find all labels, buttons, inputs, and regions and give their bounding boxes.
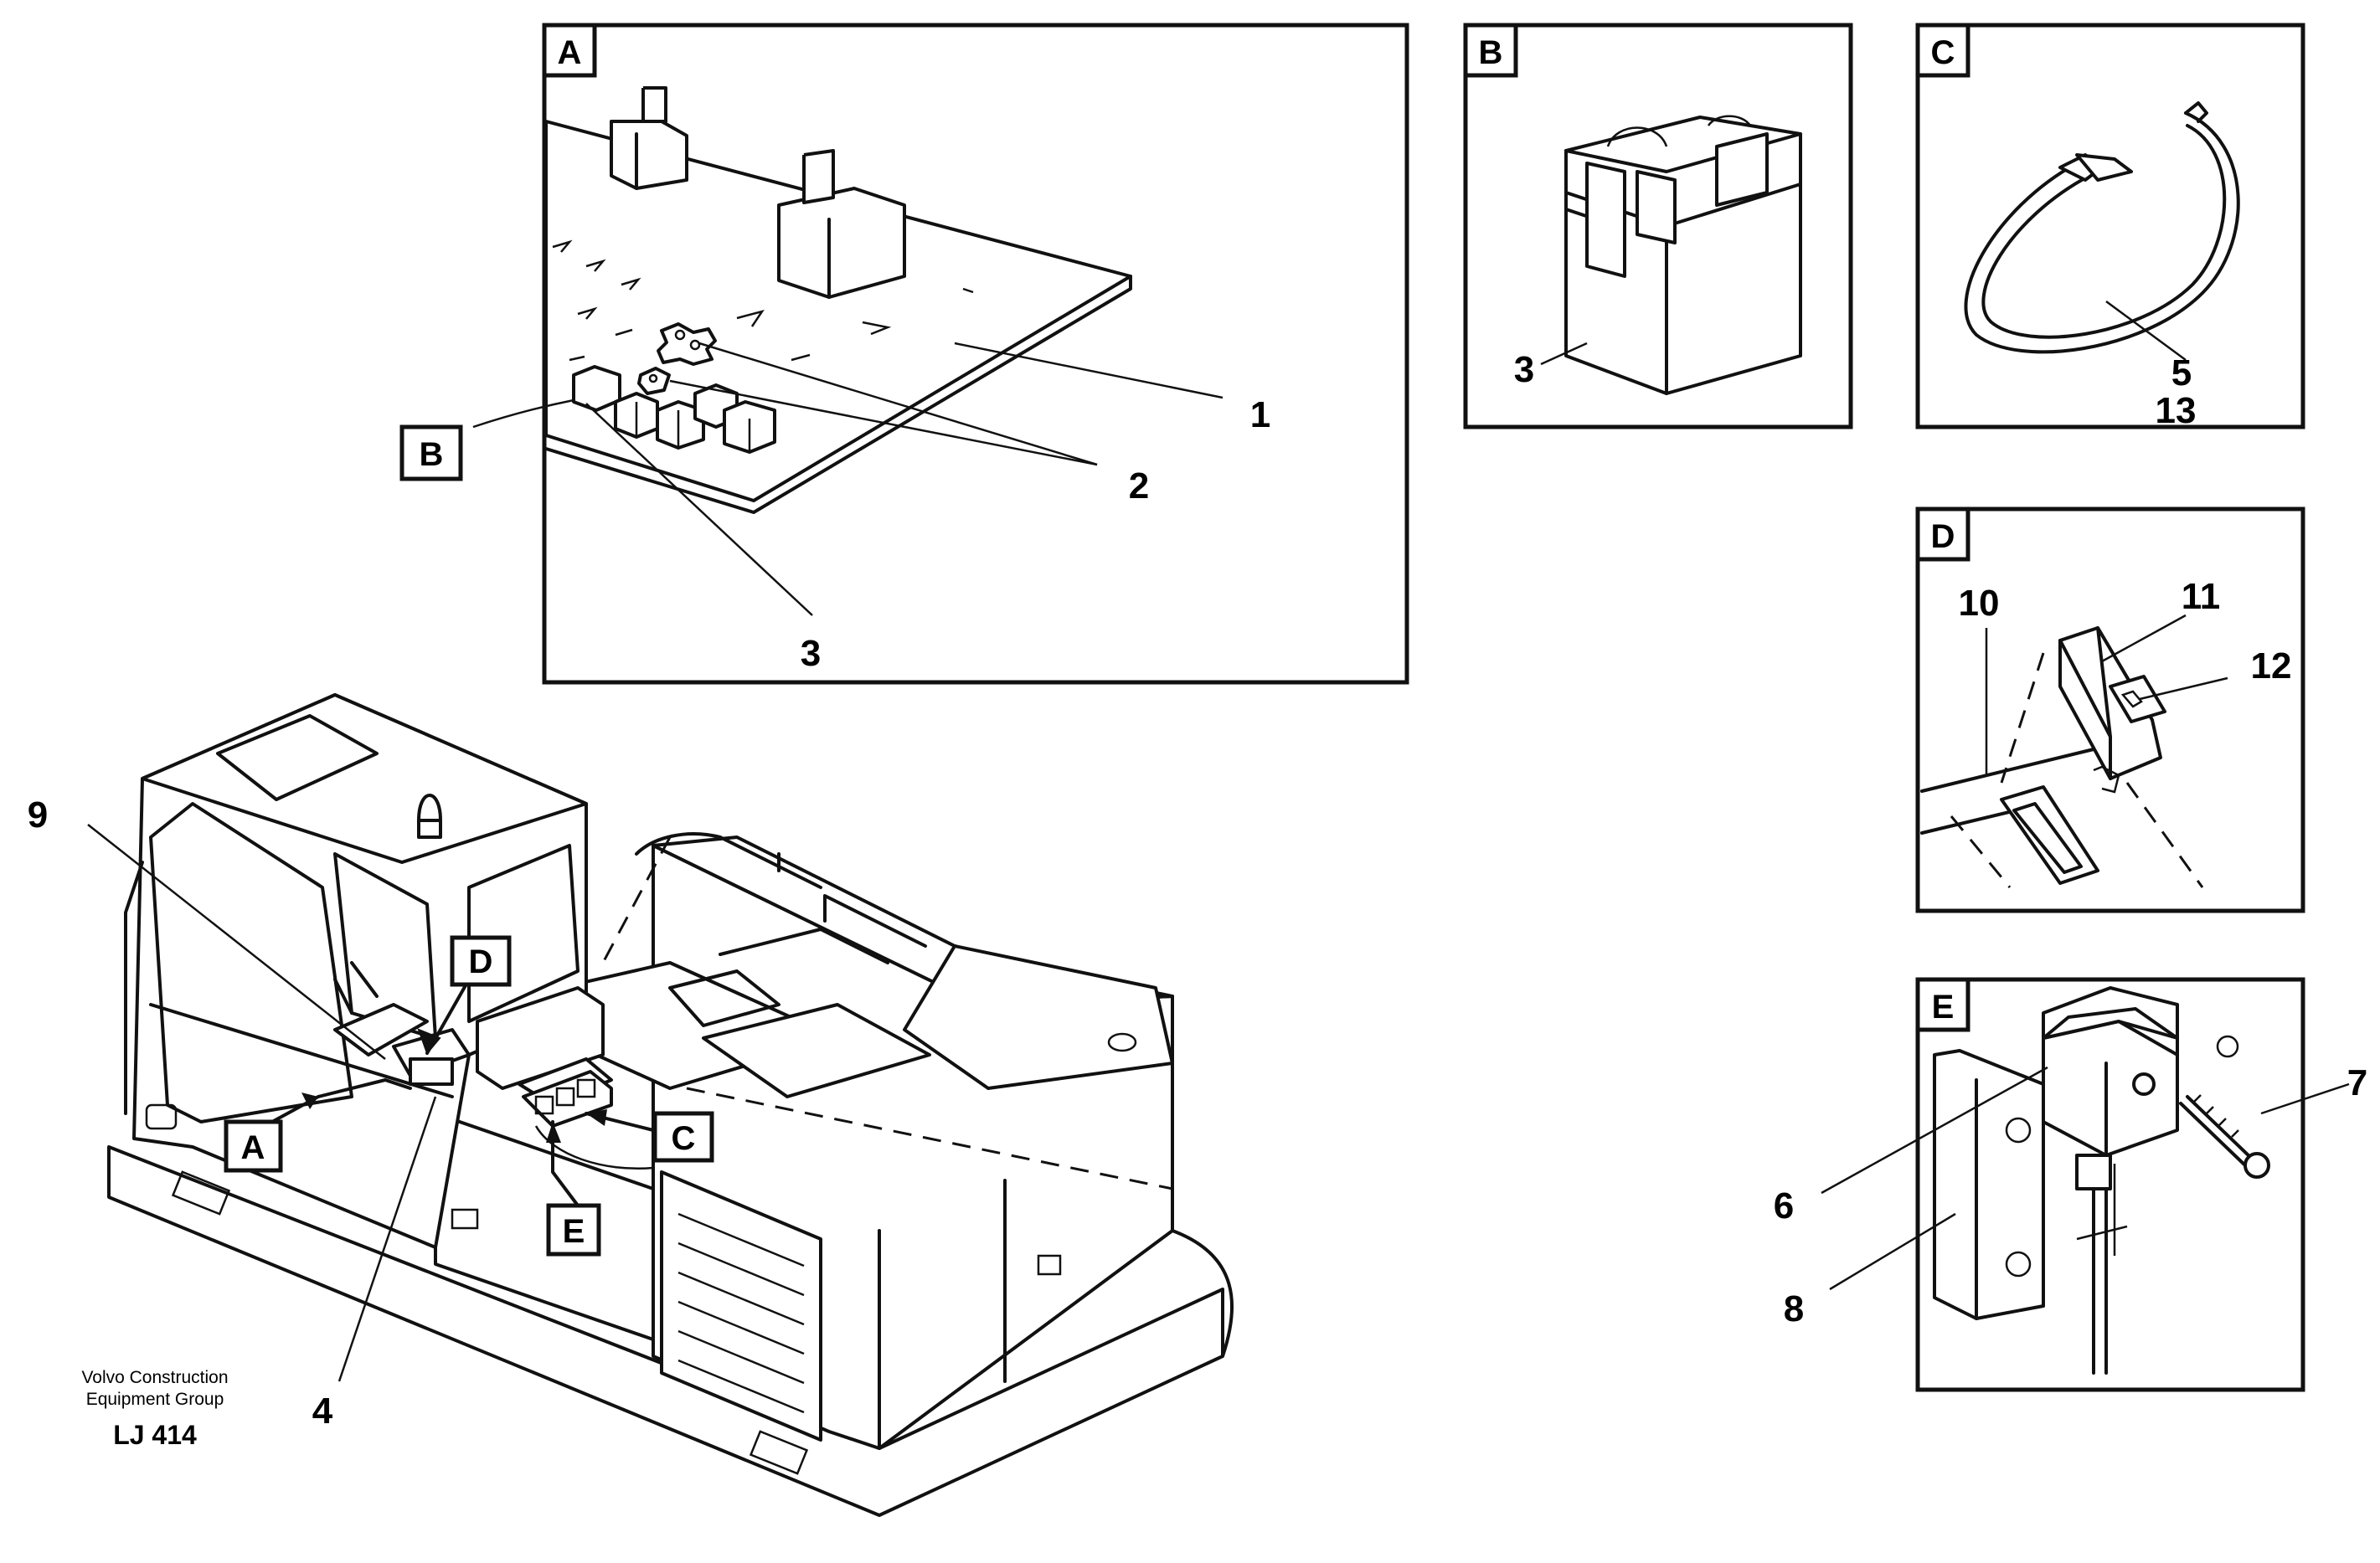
leader-2b (669, 379, 1098, 466)
panel-b-label: B (1479, 34, 1503, 71)
leader-3 (585, 403, 813, 616)
leader-5 (2105, 300, 2187, 362)
machine-tag-e-box (546, 1203, 601, 1257)
operator-cab (124, 693, 588, 1249)
panel-c-frame (1915, 23, 2305, 429)
panel-c-tag-box (1915, 23, 1970, 78)
panel-d: D 10 11 12 (1915, 506, 2305, 913)
panel-c-label: C (1931, 34, 1955, 71)
panel-d-frame (1915, 506, 2305, 913)
tag-b-box (399, 424, 463, 481)
cable-tie (1964, 101, 2240, 354)
leader-2a (698, 342, 1098, 466)
panel-b-tag-box (1463, 23, 1518, 78)
callout-13: 13 (2156, 390, 2197, 431)
panel-e: E 7 6 8 (1774, 977, 2367, 1392)
relay-large-1 (610, 86, 688, 190)
rotary-sensor (1933, 986, 2239, 1375)
panel-d-tag-box (1915, 506, 1970, 562)
panel-a-tag-box (542, 23, 597, 78)
machine-tag-d-box (450, 935, 512, 987)
machine-tag-a-box (224, 1119, 283, 1173)
fuse-holder-upper (657, 322, 717, 366)
callout-3-panel-b: 3 (1514, 349, 1534, 390)
relay-box-b (1564, 115, 1802, 395)
circuit-board (472, 86, 1223, 616)
cab-window-front (149, 802, 353, 1123)
machine-tag-d: D (469, 943, 493, 980)
callout-8: 8 (1784, 1288, 1804, 1329)
leader-11 (2101, 614, 2187, 663)
leader-1 (954, 342, 1223, 399)
leader-4 (337, 1096, 437, 1382)
callout-10: 10 (1959, 583, 2000, 624)
caption-line-1: Volvo Construction (81, 1368, 228, 1387)
callout-7: 7 (2347, 1062, 2367, 1103)
panel-e-frame (1915, 977, 2305, 1392)
callout-12: 12 (2251, 645, 2292, 686)
callout-9: 9 (28, 794, 48, 835)
board-slot-marks (552, 239, 974, 362)
panel-a: A (399, 23, 1409, 685)
leader-3-panel-b (1540, 342, 1588, 366)
panel-d-label: D (1931, 518, 1955, 555)
leader-tag-b (472, 398, 574, 429)
callout-3-panel-a: 3 (801, 633, 821, 674)
panel-a-label: A (558, 34, 582, 71)
drawing-code: LJ 414 (113, 1420, 197, 1450)
tag-b-label: B (420, 436, 444, 473)
beacon-light (417, 794, 442, 839)
small-relay-row (572, 365, 776, 454)
screw (2179, 1094, 2270, 1179)
leader-9 (87, 824, 386, 1060)
grille-slats (677, 1212, 805, 1414)
leader-8 (1829, 1212, 1956, 1291)
machine-leaders (87, 824, 655, 1382)
caption-line-2: Equipment Group (86, 1390, 224, 1409)
machine-tag-c-box (652, 1111, 714, 1163)
fuse-holder-lower (637, 367, 671, 395)
callout-6: 6 (1774, 1185, 1794, 1226)
machine-tag-a: A (241, 1129, 265, 1166)
rocker-switch (1920, 626, 2204, 888)
leader-6 (1821, 1066, 2048, 1195)
cab-controls (333, 961, 471, 1086)
machine-tag-e: E (563, 1213, 585, 1250)
callout-11: 11 (2182, 576, 2221, 617)
excavator-machine: D A C E 9 4 (28, 693, 1234, 1517)
machine-tag-c: C (672, 1120, 696, 1157)
relay-large-2 (777, 149, 906, 299)
callout-2: 2 (1129, 465, 1149, 506)
panel-b-frame (1463, 23, 1853, 429)
panel-c: C 5 13 (1915, 23, 2305, 431)
publisher-caption: Volvo Construction Equipment Group LJ 41… (81, 1368, 228, 1450)
callout-4: 4 (312, 1391, 333, 1432)
leader-12 (2139, 676, 2228, 701)
panel-b: B 3 (1463, 23, 1853, 429)
callout-1: 1 (1250, 394, 1270, 435)
relay-box-deck (476, 986, 654, 1170)
callout-5: 5 (2171, 352, 2192, 393)
panel-e-tag-box (1915, 977, 1970, 1032)
panel-e-label: E (1932, 989, 1955, 1026)
leader-7 (2260, 1082, 2350, 1115)
